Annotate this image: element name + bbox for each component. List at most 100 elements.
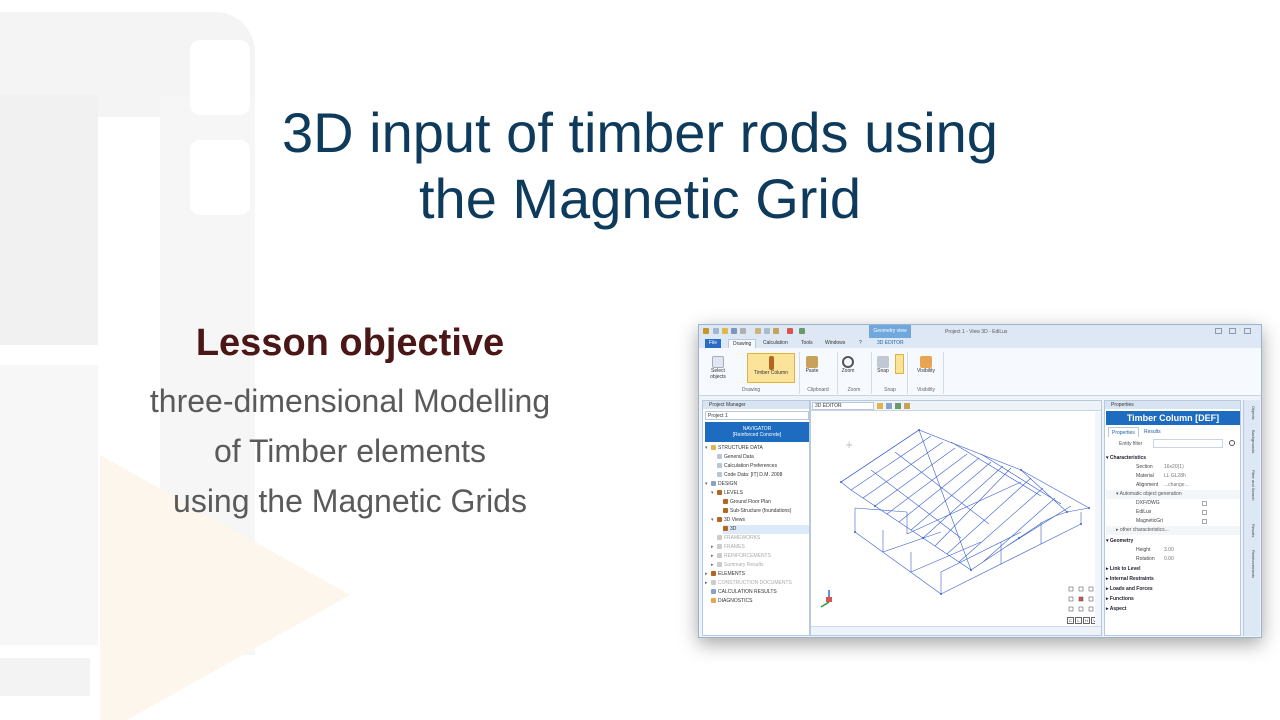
tree-item[interactable]: Calculation Preferences xyxy=(717,462,777,471)
slide-title: 3D input of timber rods using the Magnet… xyxy=(0,100,1280,232)
property-row[interactable]: DXF/DWG xyxy=(1106,499,1240,508)
property-row[interactable]: EdiLus xyxy=(1106,508,1240,517)
tree-item[interactable]: CALCULATION RESULTS xyxy=(711,588,777,597)
design-icon xyxy=(711,481,716,486)
category-link-level[interactable]: ▸ Link to Level xyxy=(1106,566,1141,572)
view-3d-icon xyxy=(723,526,728,531)
redo-icon[interactable] xyxy=(799,328,805,334)
close-icon[interactable] xyxy=(1244,328,1251,334)
view-h-button[interactable]: H xyxy=(1083,617,1090,624)
auto-generation-row[interactable]: ▾ Automatic object generation xyxy=(1106,490,1240,499)
lesson-line-1: three-dimensional Modelling xyxy=(149,383,551,419)
category-internal-restraints[interactable]: ▸ Internal Restraints xyxy=(1106,576,1154,582)
view-select[interactable]: 3D EDITOR xyxy=(812,402,874,410)
save-icon[interactable] xyxy=(731,328,737,334)
toolbar-icon[interactable] xyxy=(895,403,901,409)
title-line-2: the Magnetic Grid xyxy=(419,167,861,230)
tree-item[interactable]: Ground Floor Plan xyxy=(723,498,771,507)
tree-item[interactable]: DIAGNOSTICS xyxy=(711,597,752,606)
tree-item[interactable]: ▸CONSTRUCTION DOCUMENTS xyxy=(705,580,792,586)
3d-canvas[interactable]: + xyxy=(811,412,1101,623)
minimize-icon[interactable] xyxy=(1215,328,1222,334)
side-tab-objects[interactable]: Objects xyxy=(1251,406,1256,420)
tab-calculation[interactable]: Calculation xyxy=(763,340,788,346)
snap-button[interactable]: Snap xyxy=(875,356,891,374)
visibility-button[interactable]: Visibility xyxy=(913,356,939,374)
tree-item[interactable]: ▸Summary Results xyxy=(711,562,764,568)
search-icon[interactable] xyxy=(1229,440,1235,446)
property-row[interactable]: Alignment...change... xyxy=(1136,482,1189,488)
tree-item[interactable]: FRAMEWORKS xyxy=(717,534,760,543)
edilus-checkbox[interactable] xyxy=(1202,510,1207,515)
category-loads[interactable]: ▸ Loads and Forces xyxy=(1106,586,1153,592)
tab-drawing[interactable]: Drawing xyxy=(728,339,757,348)
dxf-checkbox[interactable] xyxy=(1202,501,1207,506)
category-geometry[interactable]: ▾ Geometry xyxy=(1106,538,1134,544)
timber-column-button[interactable]: Timber Column xyxy=(747,353,795,383)
tree-item[interactable]: ▸ELEMENTS xyxy=(705,571,745,577)
vertical-scrollbar[interactable] xyxy=(1095,412,1101,627)
magnetic-grid-toggle[interactable] xyxy=(895,354,904,374)
tree-item[interactable]: Code Data: [IT] D.M. 2008 xyxy=(717,471,782,480)
copy-icon[interactable] xyxy=(764,328,770,334)
undo-icon[interactable] xyxy=(787,328,793,334)
new-icon[interactable] xyxy=(713,328,719,334)
tree-item-3d-selected[interactable]: 3D xyxy=(723,525,809,534)
paste-icon[interactable] xyxy=(773,328,779,334)
cut-icon[interactable] xyxy=(755,328,761,334)
view-c-button[interactable]: C xyxy=(1067,617,1074,624)
view-cube[interactable] xyxy=(1068,586,1094,612)
tree-item[interactable]: ▾3D Views xyxy=(711,517,746,523)
toolbar-icon[interactable] xyxy=(886,403,892,409)
tab-tools[interactable]: Tools xyxy=(801,340,813,346)
horizontal-scrollbar[interactable] xyxy=(811,626,1101,635)
tree-item[interactable]: ▾DESIGN xyxy=(705,481,738,487)
side-tab-results[interactable]: Results xyxy=(1251,524,1256,538)
level-icon xyxy=(723,508,728,513)
print-icon[interactable] xyxy=(740,328,746,334)
side-tab-backgrounds[interactable]: Backgrounds xyxy=(1251,430,1256,454)
zoom-button[interactable]: Zoom xyxy=(839,356,857,374)
side-tab-reinforcements[interactable]: Reinforcements xyxy=(1251,550,1256,579)
lesson-line-2: of Timber elements xyxy=(213,433,487,469)
documents-icon xyxy=(711,580,716,585)
magnetic-grid-checkbox[interactable] xyxy=(1202,519,1207,524)
timber-frame-model xyxy=(840,429,1090,595)
tab-windows[interactable]: Windows xyxy=(825,340,846,346)
tab-results[interactable]: Results xyxy=(1144,429,1161,435)
tree-item[interactable]: ▾STRUCTURE DATA xyxy=(705,445,763,451)
select-objects-label: Select objects xyxy=(710,368,726,380)
view-l-button[interactable]: L xyxy=(1075,617,1082,624)
tab-properties[interactable]: Properties xyxy=(1108,427,1139,437)
tree-item[interactable]: ▾LEVELS xyxy=(711,490,743,496)
document-icon xyxy=(717,463,722,468)
app-logo-icon[interactable] xyxy=(703,328,709,334)
tree-item[interactable]: ▸REINFORCEMENTS xyxy=(711,553,771,559)
entity-filter-select[interactable] xyxy=(1153,439,1223,448)
side-tab-filter[interactable]: Filter and Search xyxy=(1251,470,1256,501)
category-functions[interactable]: ▸ Functions xyxy=(1106,596,1134,602)
tree-item[interactable]: General Data xyxy=(717,453,754,462)
category-characteristics[interactable]: ▾ Characteristics xyxy=(1106,455,1147,461)
toolbar-icon[interactable] xyxy=(904,403,910,409)
open-icon[interactable] xyxy=(722,328,728,334)
tab-help[interactable]: ? xyxy=(859,340,862,346)
tab-file[interactable]: File xyxy=(705,339,722,348)
other-characteristics-row[interactable]: ▸ other characteristics... xyxy=(1106,526,1240,535)
category-aspect[interactable]: ▸ Aspect xyxy=(1106,606,1127,612)
paste-button[interactable]: Paste xyxy=(803,356,821,374)
project-select[interactable]: Project 1 xyxy=(705,411,809,420)
level-icon xyxy=(723,499,728,504)
property-row[interactable]: MagneticGri xyxy=(1106,517,1240,526)
separator xyxy=(837,352,838,394)
tree-item[interactable]: Sub-Structure (foundations) xyxy=(723,507,791,516)
toolbar-icon[interactable] xyxy=(877,403,883,409)
maximize-icon[interactable] xyxy=(1229,328,1236,334)
tree-item[interactable]: ▸FRAMES xyxy=(711,544,745,550)
select-objects-button[interactable]: Select objects xyxy=(705,356,731,380)
tab-3d-editor[interactable]: 3D EDITOR xyxy=(877,340,904,346)
